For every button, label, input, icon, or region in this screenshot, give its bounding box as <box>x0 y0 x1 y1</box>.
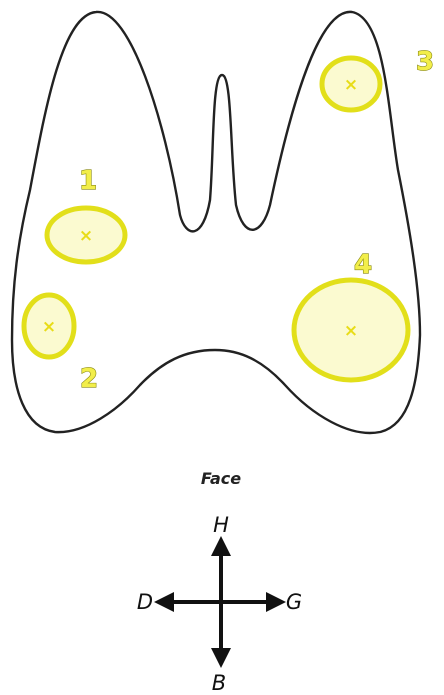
direction-down-label: B <box>212 671 226 695</box>
direction-cross-icon <box>158 540 282 664</box>
zone-2-marker: × <box>42 317 56 337</box>
zone-3-number: 3 <box>416 47 434 77</box>
zone-4: × 4 <box>294 250 408 380</box>
direction-left-label: D <box>137 590 153 614</box>
zone-4-number: 4 <box>354 250 372 280</box>
zone-3-marker: × <box>344 75 358 95</box>
zone-2-number: 2 <box>80 364 98 394</box>
zone-2: × 2 <box>24 295 98 394</box>
view-label: Face <box>201 469 241 488</box>
zone-1-marker: × <box>79 226 93 246</box>
zone-1-number: 1 <box>79 166 97 196</box>
direction-up-label: H <box>213 513 229 537</box>
zone-1: × 1 <box>47 166 125 262</box>
direction-right-label: G <box>286 590 302 614</box>
zone-4-marker: × <box>344 321 358 341</box>
zone-3: × 3 <box>322 47 434 110</box>
